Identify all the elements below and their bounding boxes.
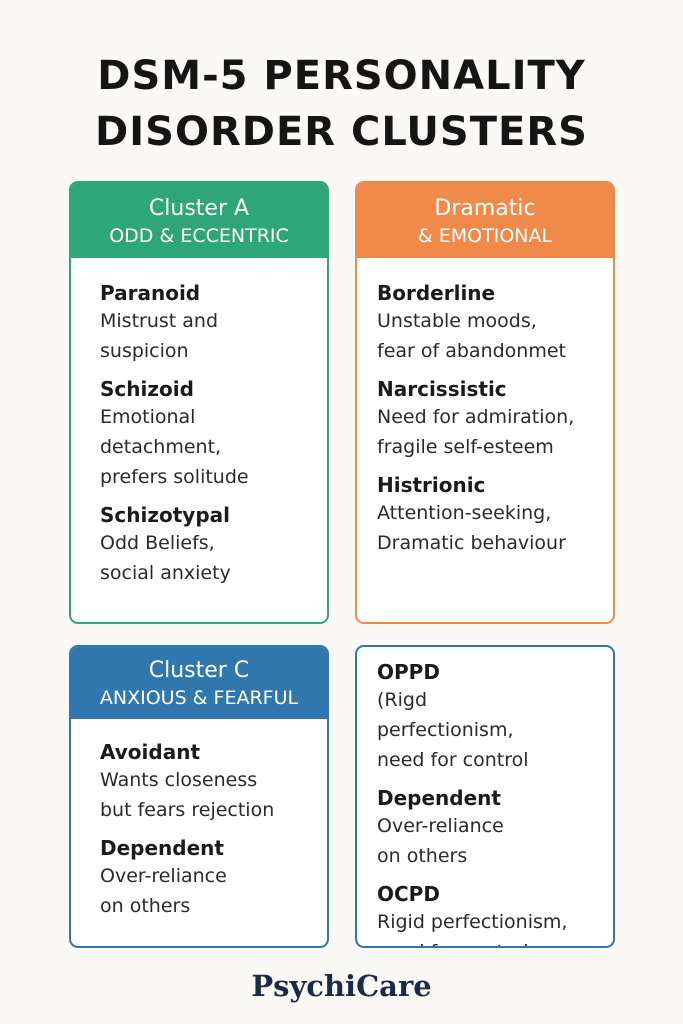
disorder-entry: Dependent Over-reliance on others [377,785,613,871]
disorder-entry: Histrionic Attention-seeking, Dramatic b… [377,472,613,558]
disorder-entry: Dependent Over-reliance on others [100,835,327,921]
disorder-description: Over-reliance on others [100,865,227,917]
cluster-b-header: Dramatic & EMOTIONAL [357,183,613,258]
disorder-entry: OPPD (Rigd perfectionism, need for contr… [377,659,613,775]
disorder-description: Rigid perfectionism, need for control [377,911,568,946]
disorder-description: Unstable moods, fear of abandonmet [377,310,566,362]
cluster-c-header: Cluster C ANXIOUS & FEARFUL [71,647,327,719]
disorder-entry: OCPD Rigid perfectionism, need for contr… [377,881,613,946]
title-line-2: DISORDER CLUSTERS [95,109,588,155]
disorder-entry: Schizoid Emotional detachment, prefers s… [100,376,327,492]
cluster-c-card: Cluster C ANXIOUS & FEARFUL Avoidant Wan… [69,645,329,948]
title-line-1: DSM-5 PERSONALITY [97,53,586,99]
disorder-entry: Avoidant Wants closeness but fears rejec… [100,739,327,825]
cluster-a-header: Cluster A ODD & ECCENTRIC [71,183,327,258]
disorder-description: Odd Beliefs, social anxiety [100,532,231,584]
brand-logo: PsychiCare [251,969,432,1003]
disorder-name: Paranoid [100,281,201,305]
disorder-name: Dependent [100,836,224,860]
disorder-description: Need for admiration, fragile self-esteem [377,406,575,458]
disorder-name: Histrionic [377,473,486,497]
disorder-entry: Narcissistic Need for admiration, fragil… [377,376,613,462]
cluster-b-card: Dramatic & EMOTIONAL Borderline Unstable… [355,181,615,624]
cluster-a-card: Cluster A ODD & ECCENTRIC Paranoid Mistr… [69,181,329,624]
disorder-name: OPPD [377,660,440,684]
disorder-name: OCPD [377,882,440,906]
disorder-description: Wants closeness but fears rejection [100,769,275,821]
disorder-description: Attention-seeking, Dramatic behaviour [377,502,566,554]
cluster-a-subtitle: ODD & ECCENTRIC [109,225,289,247]
disorder-name: Avoidant [100,740,201,764]
disorder-description: Mistrust and suspicion [100,310,219,362]
disorder-name: Narcissistic [377,377,507,401]
disorder-description: Emotional detachment, prefers solitude [100,406,249,488]
cluster-c-subtitle: ANXIOUS & FEARFUL [99,687,299,709]
cluster-a-title: Cluster A [148,196,250,221]
cluster-c-title: Cluster C [148,658,250,683]
disorder-description: Over-reliance on others [377,815,504,867]
disorder-name: Schizotypal [100,503,230,527]
cluster-b-title: Dramatic [434,196,536,221]
disorder-description: (Rigd perfectionism, need for control [377,689,529,771]
disorder-entry: Paranoid Mistrust and suspicion [100,280,327,366]
disorder-name: Borderline [377,281,496,305]
disorder-name: Schizoid [100,377,194,401]
cluster-b-subtitle: & EMOTIONAL [417,225,553,247]
disorder-entry: Schizotypal Odd Beliefs, social anxiety [100,502,327,588]
cluster-c-detail-card: OPPD (Rigd perfectionism, need for contr… [355,645,615,948]
disorder-entry: Borderline Unstable moods, fear of aband… [377,280,613,366]
disorder-name: Dependent [377,786,501,810]
page-title: DSM-5 PERSONALITY DISORDER CLUSTERS [0,48,683,160]
